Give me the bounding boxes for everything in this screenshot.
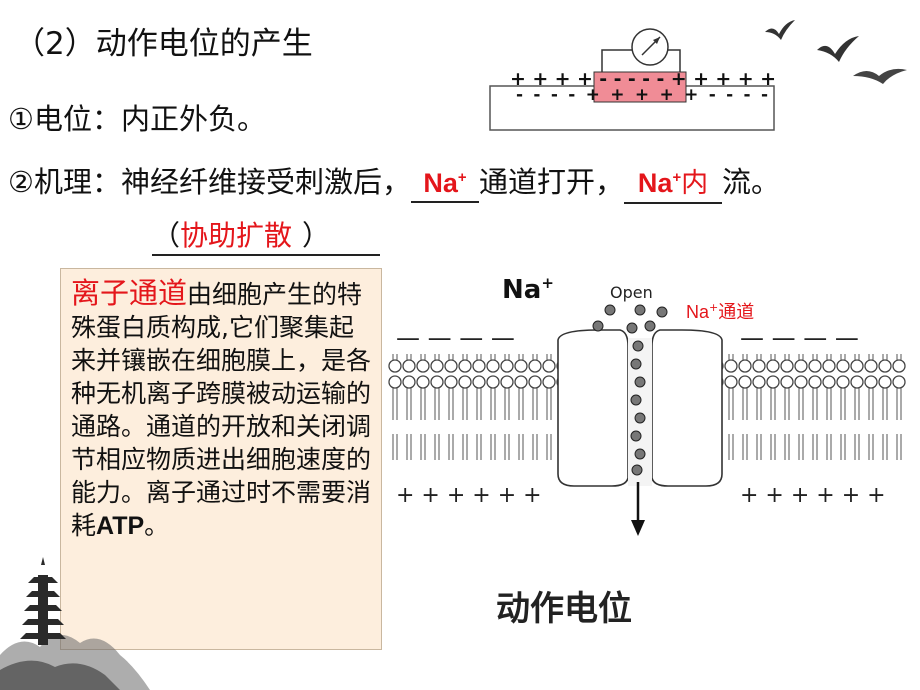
depolarized-zone — [593, 71, 687, 103]
bird-icon — [853, 68, 907, 84]
lipid-bilayer-left — [388, 354, 566, 460]
outer-negative-signs: — — — — — [396, 324, 515, 352]
ion-channel-diagram: Na+ Open Na+通道 — — — — — — — — + + + + +… — [388, 274, 906, 629]
fiber-top-signs: + + + + - - - - - + + + + + — [510, 68, 776, 90]
point-mechanism: ②机理：神经纤维接受刺激后，Na+通道打开，Na+内流。 — [8, 160, 780, 204]
definition-body: 由细胞产生的特殊蛋白质构成,它们聚集起来并镶嵌在细胞膜上，是各种无机离子跨膜被动… — [71, 280, 372, 540]
bird-icon — [765, 20, 795, 40]
transport-answer: 协助扩散 — [180, 219, 293, 252]
channel-protein-left — [557, 329, 629, 487]
pagoda-icon — [20, 557, 66, 645]
definition-term: 离子通道 — [71, 276, 188, 310]
inner-positive-signs: + + + + + + — [740, 483, 886, 508]
nerve-fiber-diagram: + + + + - - - - - + + + + + - - - - + + … — [489, 28, 776, 131]
fiber-bottom-signs: - - - - + + + + + - - - - — [516, 85, 768, 105]
electrode-wire — [601, 49, 632, 72]
na-ion-label: Na+ — [502, 274, 554, 305]
mechanism-prefix: ②机理：神经纤维接受刺激后， — [8, 165, 411, 199]
inner-positive-signs: + + + + + + — [396, 483, 542, 508]
electrode-wire — [668, 49, 681, 72]
open-label: Open — [610, 283, 653, 302]
ink-landscape-decoration — [0, 557, 150, 690]
outer-negative-signs: — — — — — [740, 324, 859, 352]
na-channel-label: Na+通道 — [686, 301, 754, 323]
point-electric-potential: ①电位：内正外负。 — [8, 102, 266, 136]
lipid-bilayer-right — [706, 354, 906, 460]
channel-protein-right — [651, 329, 723, 487]
arrow-down-icon — [631, 520, 645, 536]
bird-icon — [817, 36, 859, 62]
answer-blank-channel: Na+ — [411, 160, 479, 203]
slide-heading: （2）动作电位的产生 — [14, 26, 313, 62]
ion-channel-definition: 离子通道由细胞产生的特殊蛋白质构成,它们聚集起来并镶嵌在细胞膜上，是各种无机离子… — [60, 268, 382, 650]
answer-blank-influx: Na+内 — [624, 160, 723, 204]
diagram-caption: 动作电位 — [496, 589, 632, 629]
mechanism-middle: 通道打开， — [479, 165, 625, 199]
birds-decoration — [765, 20, 907, 84]
sodium-ions — [592, 304, 668, 476]
definition-atp: ATP — [96, 512, 145, 540]
transport-type-blank: （协助扩散） — [152, 218, 380, 256]
mechanism-suffix: 流。 — [722, 165, 781, 199]
channel-pore — [628, 338, 652, 486]
